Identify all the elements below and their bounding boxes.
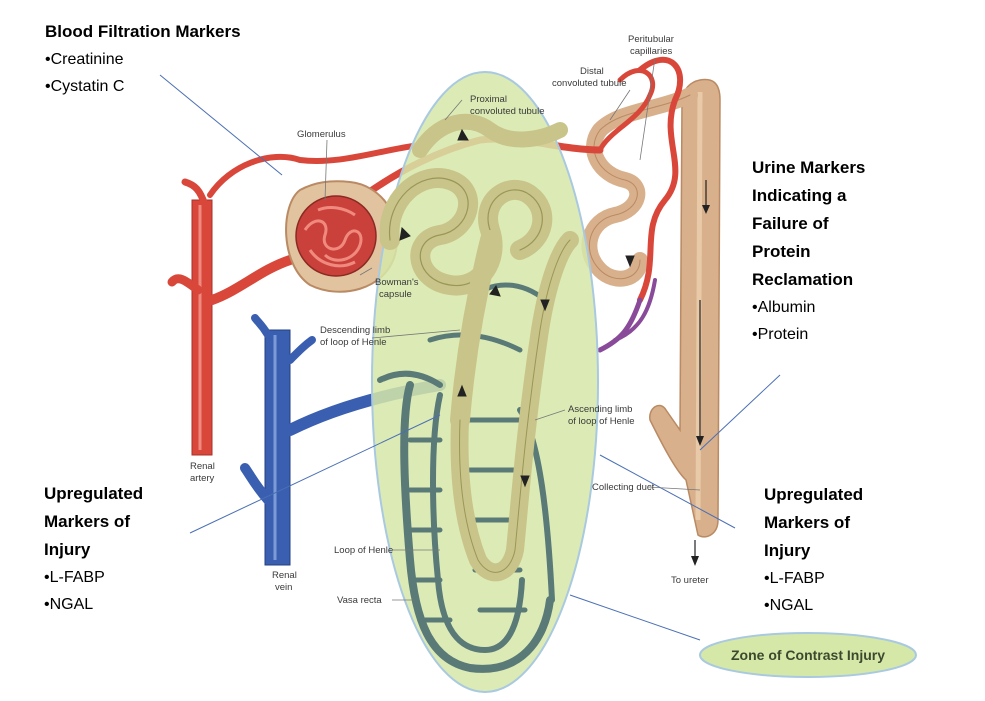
urine-markers-title-line: Urine Markers <box>752 158 866 177</box>
urine-markers-title-line: Protein <box>752 242 811 261</box>
blood-filtration-title: Blood Filtration Markers <box>45 22 241 41</box>
label-renal-artery-1: Renal <box>190 461 215 472</box>
injury-left-title-line: Markers of <box>44 512 130 531</box>
label-descending-2: of loop of Henle <box>320 337 387 348</box>
urine-markers: Urine Markers Indicating a Failure of Pr… <box>752 154 865 348</box>
distal-tubule <box>581 87 698 287</box>
label-descending-1: Descending limb <box>320 325 390 336</box>
urine-markers-item: •Protein <box>752 326 809 343</box>
label-glomerulus: Glomerulus <box>297 129 346 140</box>
blood-filtration-item: •Creatinine <box>45 51 124 68</box>
injury-right-item: •NGAL <box>764 597 814 614</box>
injury-left-item: •NGAL <box>44 596 94 613</box>
label-bowmans-1: Bowman's <box>375 277 419 288</box>
label-loop-of-henle: Loop of Henle <box>334 545 393 556</box>
label-peritubular-2: capillaries <box>630 46 672 57</box>
label-to-ureter: To ureter <box>671 575 709 586</box>
injury-markers-right: Upregulated Markers of Injury •L-FABP •N… <box>764 481 863 619</box>
flow-arrows <box>399 128 635 488</box>
zone-label-text: Zone of Contrast Injury <box>731 647 885 663</box>
renal-artery <box>167 178 295 456</box>
injury-right-item: •L-FABP <box>764 570 825 587</box>
glomerulus <box>285 180 399 293</box>
blood-filtration-markers: Blood Filtration Markers •Creatinine •Cy… <box>45 18 241 100</box>
leader-urine-markers <box>699 374 781 451</box>
leader-lines <box>159 74 781 641</box>
label-ascending-1: Ascending limb <box>568 404 632 415</box>
urine-markers-title-line: Reclamation <box>752 270 854 289</box>
label-distal-1: Distal <box>580 66 604 77</box>
label-ascending-2: of loop of Henle <box>568 416 635 427</box>
leader-zone <box>569 594 701 641</box>
label-collecting-duct: Collecting duct <box>592 482 655 493</box>
urine-markers-title-line: Failure of <box>752 214 829 233</box>
label-renal-artery-2: artery <box>190 473 215 484</box>
injury-left-item: •L-FABP <box>44 569 105 586</box>
label-renal-vein-1: Renal <box>272 570 297 581</box>
injury-left-title-line: Upregulated <box>44 484 144 503</box>
anatomy-labels: Peritubular capillaries Distal convolute… <box>190 34 709 606</box>
label-distal-2: convoluted tubule <box>552 78 626 89</box>
label-proximal-2: convoluted tubule <box>470 106 544 117</box>
label-bowmans-2: capsule <box>379 289 412 300</box>
injury-markers-left: Upregulated Markers of Injury •L-FABP •N… <box>44 480 143 618</box>
urine-markers-item: •Albumin <box>752 299 816 316</box>
label-vasa-recta: Vasa recta <box>337 595 382 606</box>
label-proximal-1: Proximal <box>470 94 507 105</box>
injury-right-title-line: Markers of <box>764 513 850 532</box>
injury-right-title-line: Upregulated <box>764 485 864 504</box>
leader-injury-right <box>599 454 736 529</box>
injury-right-title-line: Injury <box>764 541 811 560</box>
label-peritubular-1: Peritubular <box>628 34 674 45</box>
collecting-duct <box>649 78 721 566</box>
urine-markers-title-line: Indicating a <box>752 186 847 205</box>
zone-of-contrast-injury <box>371 71 599 693</box>
injury-left-title-line: Injury <box>44 540 91 559</box>
vasa-recta <box>377 282 555 673</box>
blood-filtration-item: •Cystatin C <box>45 78 125 95</box>
leader-blood-filtration <box>159 74 283 176</box>
peritubular-capillaries <box>597 56 683 353</box>
leader-injury-left <box>189 414 441 534</box>
zone-label-badge: Zone of Contrast Injury <box>699 632 917 678</box>
label-renal-vein-2: vein <box>275 582 292 593</box>
